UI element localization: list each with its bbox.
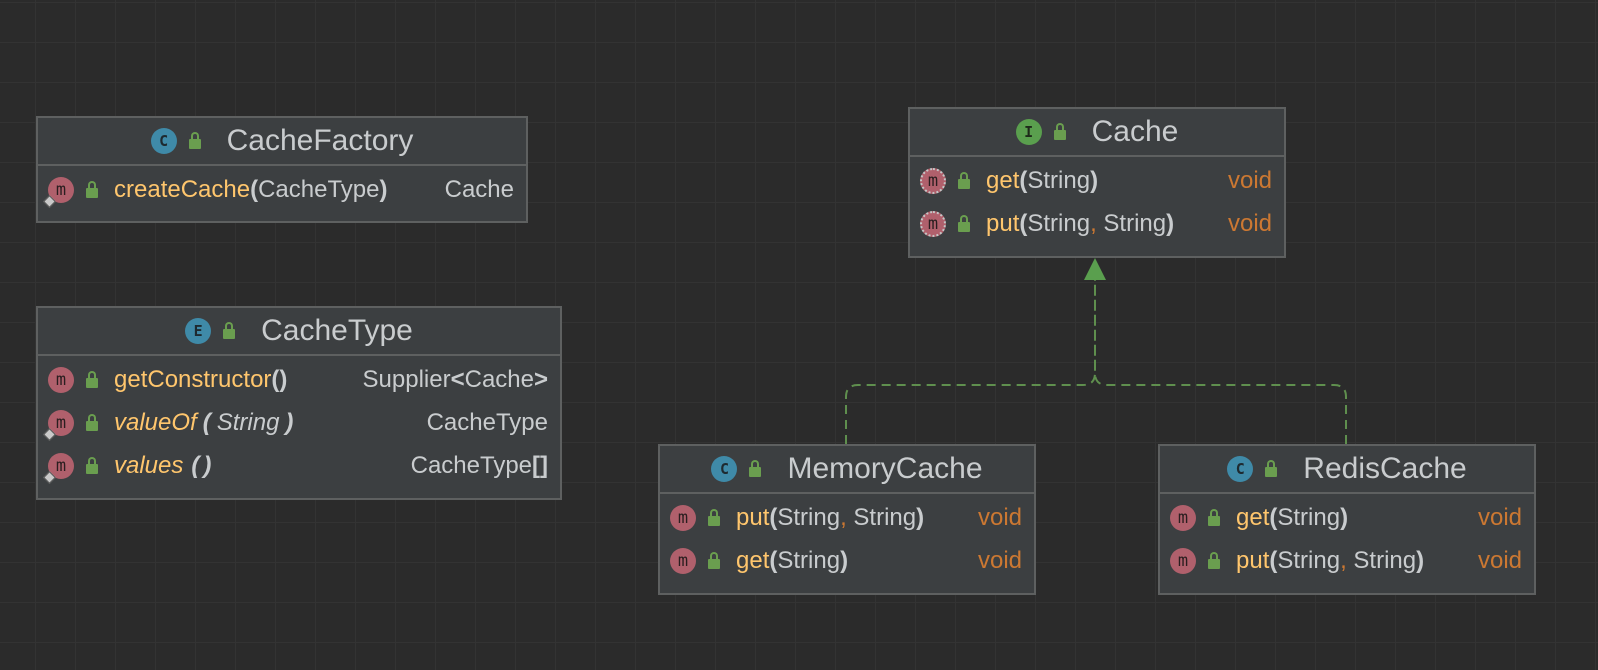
param-type: String <box>1277 546 1341 574</box>
class-header[interactable]: I Cache <box>910 109 1284 157</box>
class-header[interactable]: C CacheFactory <box>38 118 526 166</box>
class-icon: C <box>1227 456 1254 482</box>
class-name: MemoryCache <box>787 452 983 485</box>
param-type: String <box>853 503 917 531</box>
method-icon: m <box>43 409 74 441</box>
abstract-method-icon: m <box>920 210 946 237</box>
param-type: String <box>777 546 841 574</box>
return-type: CacheType[] <box>410 451 548 479</box>
enum-cachetype[interactable]: E CacheType m getConstructor () Supplier… <box>36 306 562 500</box>
param-type: String <box>1027 166 1091 194</box>
realization-arrowhead <box>1084 258 1106 280</box>
realization-edge-rediscache[interactable] <box>1094 280 1347 444</box>
class-name: CacheType <box>261 314 413 347</box>
method-icon: m <box>1170 547 1196 574</box>
method-row-get[interactable]: m get ( String ) void <box>1160 496 1534 539</box>
method-name: getConstructor <box>114 365 272 393</box>
public-lock-icon <box>1052 123 1068 141</box>
static-marker-icon <box>43 194 56 208</box>
method-row-put[interactable]: m put ( String, String ) void <box>910 202 1284 245</box>
method-row-values[interactable]: m values ( ) CacheType[] <box>38 444 560 487</box>
class-name: RedisCache <box>1303 452 1467 485</box>
return-type: CacheType <box>426 408 548 436</box>
realization-edge-memorycache[interactable] <box>845 280 1096 444</box>
interface-cache[interactable]: I Cache m get ( String ) void m put ( St… <box>908 107 1286 258</box>
public-lock-icon <box>1263 460 1279 478</box>
public-lock-icon <box>747 460 763 478</box>
class-icon: C <box>711 456 738 482</box>
return-type: void <box>1477 546 1522 574</box>
return-type: Supplier<Cache> <box>362 365 548 393</box>
public-lock-icon <box>706 508 722 527</box>
public-lock-icon <box>1206 551 1222 570</box>
method-icon: m <box>43 176 74 208</box>
static-marker-icon <box>43 427 56 441</box>
return-type: void <box>1227 209 1272 237</box>
class-rediscache[interactable]: C RedisCache m get ( String ) void m put… <box>1158 444 1536 595</box>
public-lock-icon <box>84 370 100 389</box>
method-row-get[interactable]: m get ( String ) void <box>660 539 1034 582</box>
param-type: String <box>1027 209 1091 237</box>
class-memorycache[interactable]: C MemoryCache m put ( String, String ) v… <box>658 444 1036 595</box>
public-lock-icon <box>956 171 972 190</box>
method-name: put <box>736 503 770 531</box>
public-lock-icon <box>187 132 203 150</box>
return-type: void <box>1227 166 1272 194</box>
method-name: put <box>986 209 1020 237</box>
method-row-put[interactable]: m put ( String, String ) void <box>1160 539 1534 582</box>
method-name: get <box>736 546 770 574</box>
method-name: values <box>114 451 184 479</box>
abstract-method-icon: m <box>920 167 946 194</box>
class-name: CacheFactory <box>226 124 414 157</box>
method-icon: m <box>48 366 74 393</box>
public-lock-icon <box>84 180 100 199</box>
interface-icon: I <box>1015 119 1042 145</box>
return-type: Cache <box>444 175 514 203</box>
class-header[interactable]: E CacheType <box>38 308 560 356</box>
static-marker-icon <box>43 470 56 484</box>
method-row-createcache[interactable]: m createCache ( CacheType ) Cache <box>38 168 526 211</box>
method-icon: m <box>1170 504 1196 531</box>
public-lock-icon <box>84 456 100 475</box>
class-name: Cache <box>1091 115 1179 148</box>
method-name: createCache <box>114 175 251 203</box>
method-row-put[interactable]: m put ( String, String ) void <box>660 496 1034 539</box>
param-type: String <box>216 408 280 436</box>
method-icon: m <box>43 452 74 484</box>
method-name: valueOf <box>114 408 197 436</box>
return-type: void <box>977 503 1022 531</box>
public-lock-icon <box>84 413 100 432</box>
class-cachefactory[interactable]: C CacheFactory m createCache ( CacheType… <box>36 116 528 223</box>
class-header[interactable]: C RedisCache <box>1160 446 1534 494</box>
method-row-valueof[interactable]: m valueOf ( String ) CacheType <box>38 401 560 444</box>
return-type: void <box>1477 503 1522 531</box>
return-type: void <box>977 546 1022 574</box>
class-icon: C <box>150 128 177 154</box>
param-type: String <box>1277 503 1341 531</box>
public-lock-icon <box>956 214 972 233</box>
class-header[interactable]: C MemoryCache <box>660 446 1034 494</box>
param-type: CacheType <box>258 175 380 203</box>
method-icon: m <box>670 547 696 574</box>
param-type: String <box>1103 209 1167 237</box>
public-lock-icon <box>1206 508 1222 527</box>
method-name: put <box>1236 546 1270 574</box>
method-name: get <box>986 166 1020 194</box>
param-type: String <box>1353 546 1417 574</box>
param-type: String <box>777 503 841 531</box>
public-lock-icon <box>706 551 722 570</box>
method-row-getconstructor[interactable]: m getConstructor () Supplier<Cache> <box>38 358 560 401</box>
public-lock-icon <box>221 322 237 340</box>
enum-icon: E <box>185 318 212 344</box>
method-name: get <box>1236 503 1270 531</box>
method-icon: m <box>670 504 696 531</box>
method-row-get[interactable]: m get ( String ) void <box>910 159 1284 202</box>
